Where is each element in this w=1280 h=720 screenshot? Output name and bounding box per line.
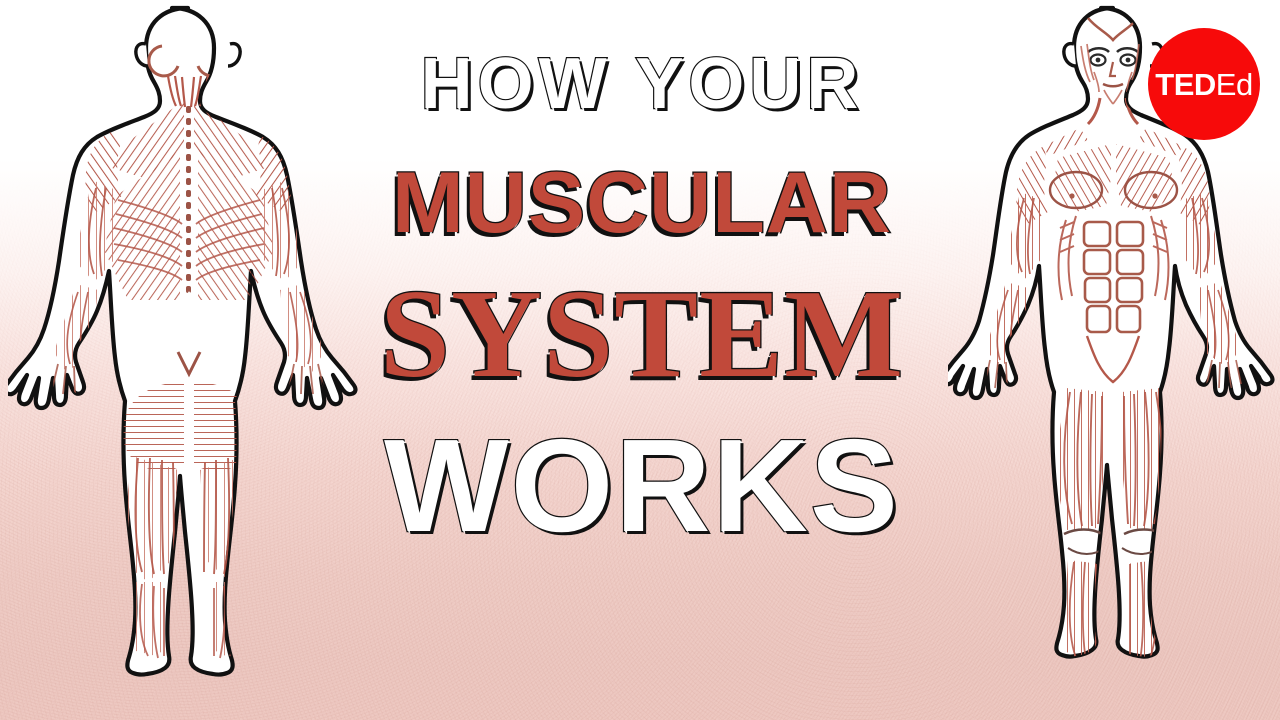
- title-block: HOW YOUR MUSCULAR SYSTEM WORKS: [372, 34, 912, 674]
- anatomy-figure-posterior: [8, 0, 368, 720]
- anatomy-figure-anterior: [948, 0, 1278, 720]
- title-line-muscular: MUSCULAR: [391, 155, 893, 251]
- title-line-works: WORKS: [383, 412, 900, 559]
- ted-ed-logo[interactable]: TEDEd: [1148, 28, 1260, 140]
- title-line-system: SYSTEM: [379, 265, 905, 404]
- ted-ed-ted-text: TED: [1155, 66, 1216, 102]
- anterior-musculature: [984, 17, 1242, 657]
- ted-ed-ed-text: Ed: [1215, 66, 1253, 102]
- title-line-how-your: HOW YOUR: [419, 44, 864, 124]
- ted-ed-wordmark: TEDEd: [1155, 66, 1253, 102]
